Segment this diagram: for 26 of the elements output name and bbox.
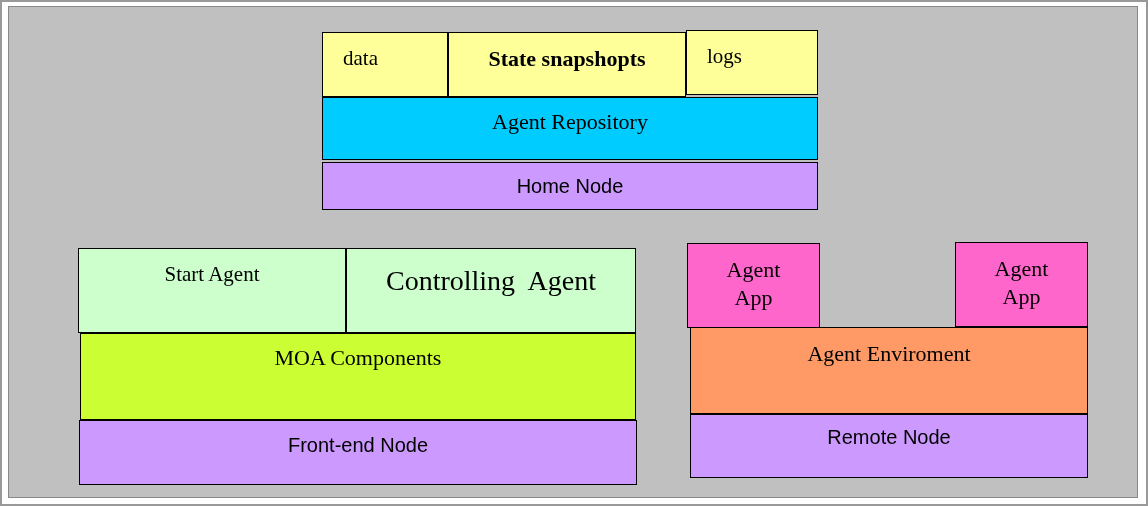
box-label: Remote Node bbox=[827, 425, 951, 450]
layer-box bbox=[322, 32, 448, 97]
layer-box bbox=[80, 333, 636, 420]
layer-box bbox=[955, 242, 1088, 327]
box-label: data bbox=[343, 45, 378, 72]
box-label: MOA Components bbox=[274, 344, 442, 372]
box-label: State snapshopts bbox=[488, 45, 646, 73]
layer-box bbox=[686, 30, 818, 95]
layer-box bbox=[79, 420, 637, 485]
layer-box bbox=[322, 162, 818, 210]
layer-box bbox=[690, 414, 1088, 478]
box-label: logs bbox=[707, 43, 742, 70]
box-label: Front-end Node bbox=[287, 433, 429, 458]
layer-box bbox=[78, 248, 346, 333]
layer-box bbox=[448, 32, 686, 97]
box-label: Agent Repository bbox=[492, 108, 648, 136]
box-label: Controlling Agent bbox=[386, 264, 596, 298]
box-label: Agent App bbox=[993, 255, 1050, 310]
box-label: Start Agent bbox=[164, 261, 260, 288]
layer-box bbox=[687, 243, 820, 328]
layer-box bbox=[346, 248, 636, 333]
box-label: Home Node bbox=[516, 174, 624, 199]
layer-box bbox=[690, 327, 1088, 414]
box-label: Agent Enviroment bbox=[807, 340, 971, 368]
box-label: Agent App bbox=[725, 256, 782, 311]
layer-box bbox=[322, 97, 818, 160]
